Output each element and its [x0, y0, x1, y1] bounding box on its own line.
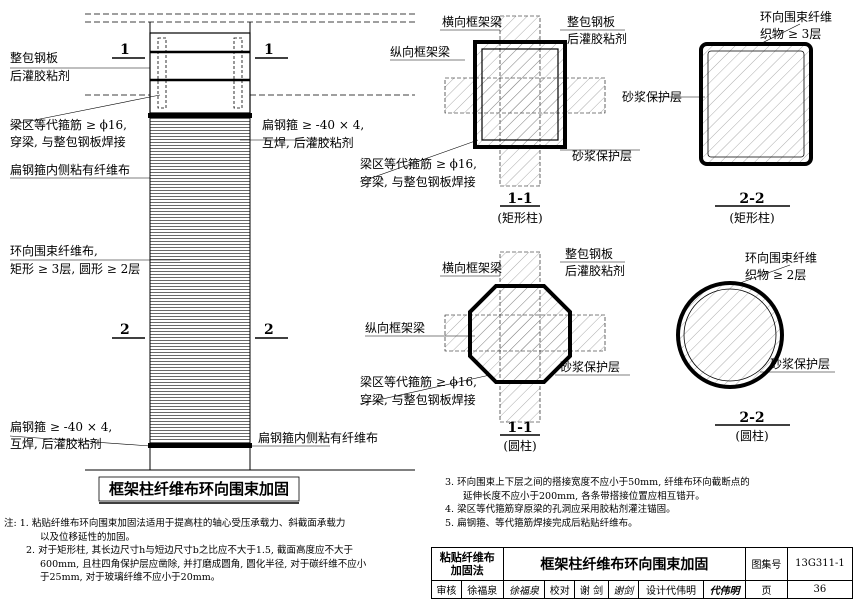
- label-flat-bar-bottom: 扁钢箍 ≥ -40 × 4,: [10, 419, 112, 434]
- label-inner-fiber-top: 扁钢箍内侧粘有纤维布: [10, 162, 130, 177]
- round-longitudinal-beam: 纵向框架梁: [365, 320, 425, 335]
- section-mark-2-left: 2: [120, 322, 130, 338]
- atlas-number: 13G311-1: [786, 547, 853, 581]
- rect-longitudinal-beam: 纵向框架梁: [390, 44, 450, 59]
- reviewer: 徐福泉: [460, 579, 504, 599]
- label-stirrup: 梁区等代箍筋 ≥ ϕ16,: [10, 117, 127, 132]
- category-line-1: 粘贴纤维布: [439, 550, 495, 564]
- note-5: 5. 扁钢箍、等代箍筋焊接完成后粘贴纤维布。: [445, 517, 638, 529]
- rect-mortar: 砂浆保护层: [572, 148, 632, 163]
- checker: 谢 剑: [574, 579, 609, 599]
- page-number: 36: [786, 579, 853, 599]
- label-flat-bar-weld: 互焊, 后灌胶粘剂: [262, 135, 354, 150]
- section-1-1-rectangular: [359, 15, 640, 207]
- section-2-2-round: [676, 264, 835, 426]
- note-2c: 于25mm, 对于玻璃纤维不应小于20mm。: [40, 572, 221, 583]
- notes-prefix: 注:: [4, 518, 17, 529]
- notes-right: 3. 环向围束上下层之间的搭接宽度不应小于50mm, 纤维布环向截断点的 延伸长…: [445, 476, 750, 530]
- rect2-section-caption: (矩形柱): [729, 210, 774, 225]
- label-wrap-steel-glue: 后灌胶粘剂: [10, 68, 70, 83]
- design-label-text: 设计: [645, 585, 666, 597]
- rect-wrap-steel: 整包钢板: [567, 14, 615, 29]
- rect2-mortar: 砂浆保护层: [622, 89, 682, 104]
- section-2-2-rectangular: [650, 23, 813, 207]
- round-stirrup-weld: 穿梁, 与整包钢板焊接: [360, 392, 476, 407]
- note-1a: 1. 粘贴纤维布环向围束加固法适用于提高柱的轴心受压承载力、斜截面承载力: [19, 518, 346, 529]
- rect-wrap-glue: 后灌胶粘剂: [567, 31, 627, 46]
- round-section-caption: (圆柱): [503, 438, 536, 453]
- elevation-title: 框架柱纤维布环向围束加固: [109, 480, 289, 498]
- section-mark-2-right: 2: [264, 322, 274, 338]
- note-4: 4. 梁区等代箍筋穿原梁的孔洞应采用胶粘剂灌注锚固。: [445, 504, 676, 515]
- notes-left: 注: 1. 粘贴纤维布环向围束加固法适用于提高柱的轴心受压承载力、斜截面承载力 …: [4, 517, 366, 585]
- round-mortar: 砂浆保护层: [560, 359, 620, 374]
- check-label: 校对: [544, 579, 576, 599]
- label-flat-bar: 扁钢箍 ≥ -40 × 4,: [262, 117, 364, 132]
- label-stirrup-weld: 穿梁, 与整包钢板焊接: [10, 134, 126, 149]
- section-mark-1-left: 1: [120, 42, 130, 58]
- section-1-1-round: [359, 251, 630, 436]
- note-3a: 3. 环向围束上下层之间的搭接宽度不应小于50mm, 纤维布环向截断点的: [445, 477, 750, 488]
- round2-mortar: 砂浆保护层: [770, 356, 830, 371]
- note-2a: 2. 对于矩形柱, 其长边尺寸h与短边尺寸b之比应不大于1.5, 截面高度应不大…: [26, 545, 353, 556]
- category-cell: 粘贴纤维布 加固法: [431, 547, 504, 581]
- section-mark-1-right: 1: [264, 42, 274, 58]
- label-hoop-fiber: 环向围束纤维布,: [10, 243, 98, 258]
- title-block: 粘贴纤维布 加固法 框架柱纤维布环向围束加固 图集号 13G311-1 审核 徐…: [431, 547, 853, 599]
- rect2-fiber: 环向围束纤维: [760, 9, 832, 24]
- page-label: 页: [745, 579, 788, 599]
- round2-fiber: 环向围束纤维: [745, 250, 817, 265]
- label-flat-bar-bottom-weld: 互焊, 后灌胶粘剂: [10, 436, 102, 451]
- label-inner-fiber-bottom: 扁钢箍内侧粘有纤维布: [258, 430, 378, 445]
- round2-section-label: 2-2: [739, 410, 764, 426]
- rect2-section-label: 2-2: [739, 191, 764, 207]
- atlas-label: 图集号: [745, 547, 788, 581]
- round-stirrup: 梁区等代箍筋 ≥ ϕ16,: [360, 374, 477, 389]
- round2-fiber-layers: 织物 ≥ 2层: [745, 268, 806, 282]
- designer: 代伟明: [665, 585, 696, 597]
- rect2-fiber-layers: 织物 ≥ 3层: [760, 27, 821, 41]
- design-label: 设计代伟明: [637, 579, 705, 599]
- reviewer-signature: 徐福泉: [502, 579, 546, 599]
- round-section-label: 1-1: [507, 420, 532, 436]
- label-hoop-fiber-layers: 矩形 ≥ 3层, 圆形 ≥ 2层: [10, 262, 140, 276]
- note-3b: 延伸长度不应小于200mm, 各条带搭接位置应相互错开。: [463, 490, 705, 502]
- rect-section-caption: (矩形柱): [497, 210, 542, 225]
- checker-signature: 谢剑: [607, 579, 639, 599]
- column-elevation: [9, 13, 415, 504]
- category-line-2: 加固法: [450, 563, 484, 577]
- note-1b: 以及位移延性的加固。: [40, 531, 136, 543]
- label-wrap-steel: 整包钢板: [10, 50, 58, 65]
- note-2b: 600mm, 且柱四角保护层应凿除, 并打磨成圆角, 圆化半径, 对于碳纤维不应…: [40, 558, 367, 570]
- round-transverse-beam: 横向框架梁: [442, 260, 502, 275]
- review-label: 审核: [431, 579, 462, 599]
- round2-section-caption: (圆柱): [735, 428, 768, 443]
- designer-signature: 代伟明: [703, 579, 747, 599]
- rect-stirrup: 梁区等代箍筋 ≥ ϕ16,: [360, 156, 477, 171]
- rect-transverse-beam: 横向框架梁: [442, 14, 502, 29]
- round-wrap-steel: 整包钢板: [565, 246, 613, 261]
- rect-section-label: 1-1: [507, 191, 532, 207]
- rect-stirrup-weld: 穿梁, 与整包钢板焊接: [360, 174, 476, 189]
- drawing-title: 框架柱纤维布环向围束加固: [502, 547, 747, 581]
- round-wrap-glue: 后灌胶粘剂: [565, 263, 625, 278]
